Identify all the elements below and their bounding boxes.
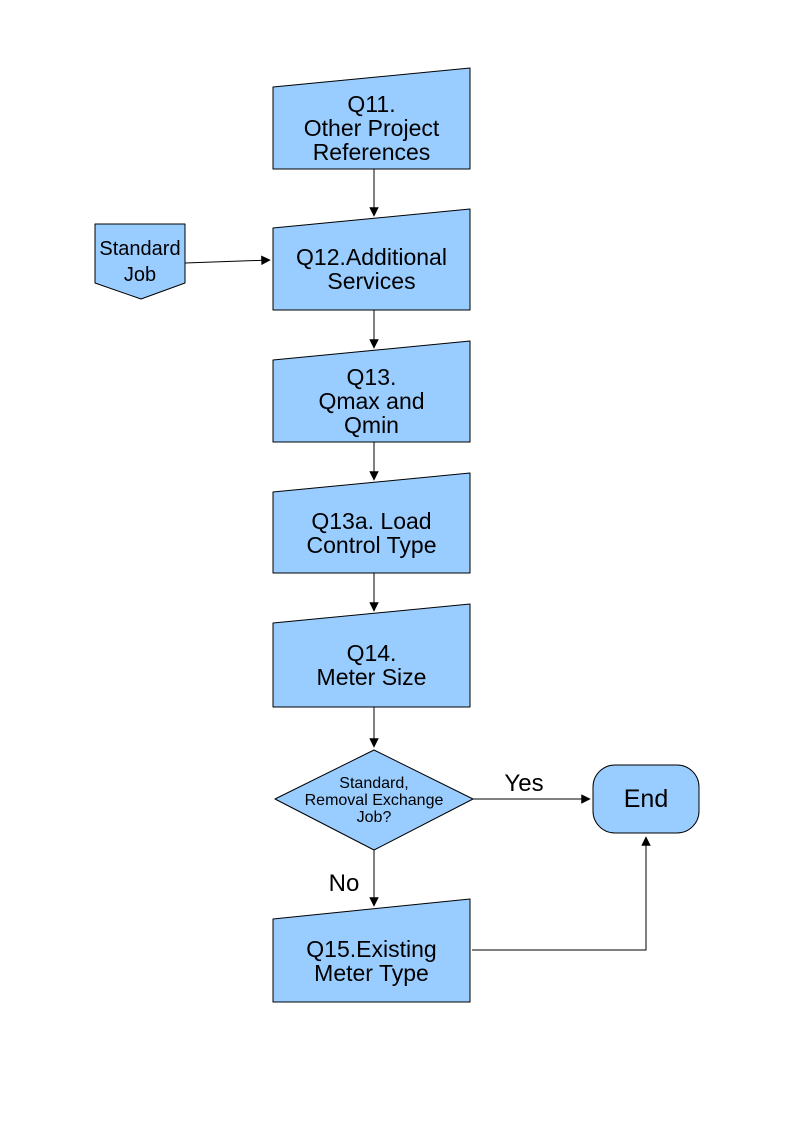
decision-diamond-shape <box>274 749 474 851</box>
q12-node-shape <box>272 208 471 311</box>
q11-node-shape <box>272 67 471 170</box>
edge-standard-job-to-q12 <box>184 255 271 266</box>
standard-job-node-shape <box>94 223 186 300</box>
edge-q15-to-end <box>472 836 651 951</box>
q13-node-shape <box>272 340 471 443</box>
q13a-node-shape <box>272 472 471 574</box>
q14-node-shape <box>272 603 471 708</box>
q15-node-shape <box>272 898 471 1003</box>
end-terminator-shape <box>592 764 700 834</box>
